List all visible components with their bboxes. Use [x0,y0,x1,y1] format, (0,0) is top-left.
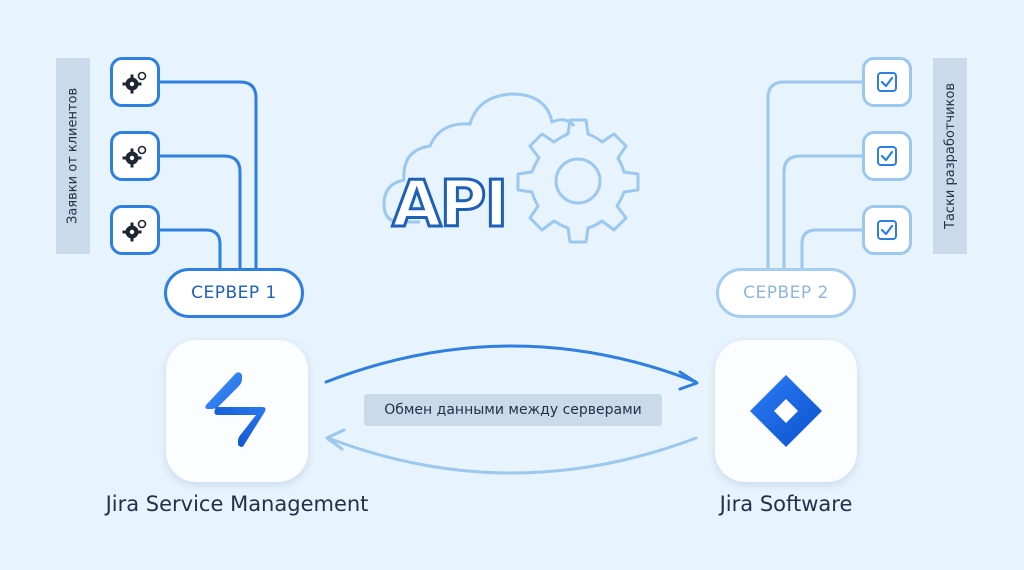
client-request-node [110,57,160,107]
jira-service-management-card [166,340,308,482]
gears-icon [122,219,147,242]
dev-task-node [862,57,912,107]
connector-client-3 [160,228,222,268]
gear-icon [516,118,640,244]
connector-dev-2 [782,154,862,268]
dev-tasks-text: Таски разработчиков [942,83,958,229]
client-requests-label: Заявки от клиентов [56,58,90,254]
connector-client-1 [160,80,258,268]
dev-task-node [862,205,912,255]
arrow-to-software-head [678,370,699,391]
client-request-node [110,131,160,181]
arrow-to-software [324,344,698,384]
jira-software-name: Jira Software [719,492,853,516]
server-1-label: СЕРВЕР 1 [191,283,277,303]
jira-service-management-logo-icon [205,372,266,447]
jira-service-management-name: Jira Service Management [105,492,369,516]
api-text: API [392,168,506,242]
connector-dev-1 [766,80,862,268]
data-exchange-label: Обмен данными между серверами [364,394,662,426]
server-1-pill: СЕРВЕР 1 [164,268,304,318]
dev-tasks-label: Таски разработчиков [933,58,967,254]
server-2-pill: СЕРВЕР 2 [716,268,856,318]
connector-client-2 [160,154,242,268]
gears-icon [122,145,147,168]
dev-task-node [862,131,912,181]
arrow-to-service [326,436,698,475]
server-2-label: СЕРВЕР 2 [743,283,829,303]
checkbox-icon [877,220,897,240]
jira-software-card [715,340,857,482]
checkbox-icon [877,146,897,166]
data-exchange-text: Обмен данными между серверами [384,402,642,418]
arrow-to-service-head [325,428,346,451]
cloud-icon [382,92,576,224]
jira-software-logo-icon [750,375,822,447]
checkbox-icon [877,72,897,92]
client-requests-text: Заявки от клиентов [65,87,81,225]
gears-icon [122,71,147,94]
client-request-node [110,205,160,255]
connector-dev-3 [800,228,862,268]
